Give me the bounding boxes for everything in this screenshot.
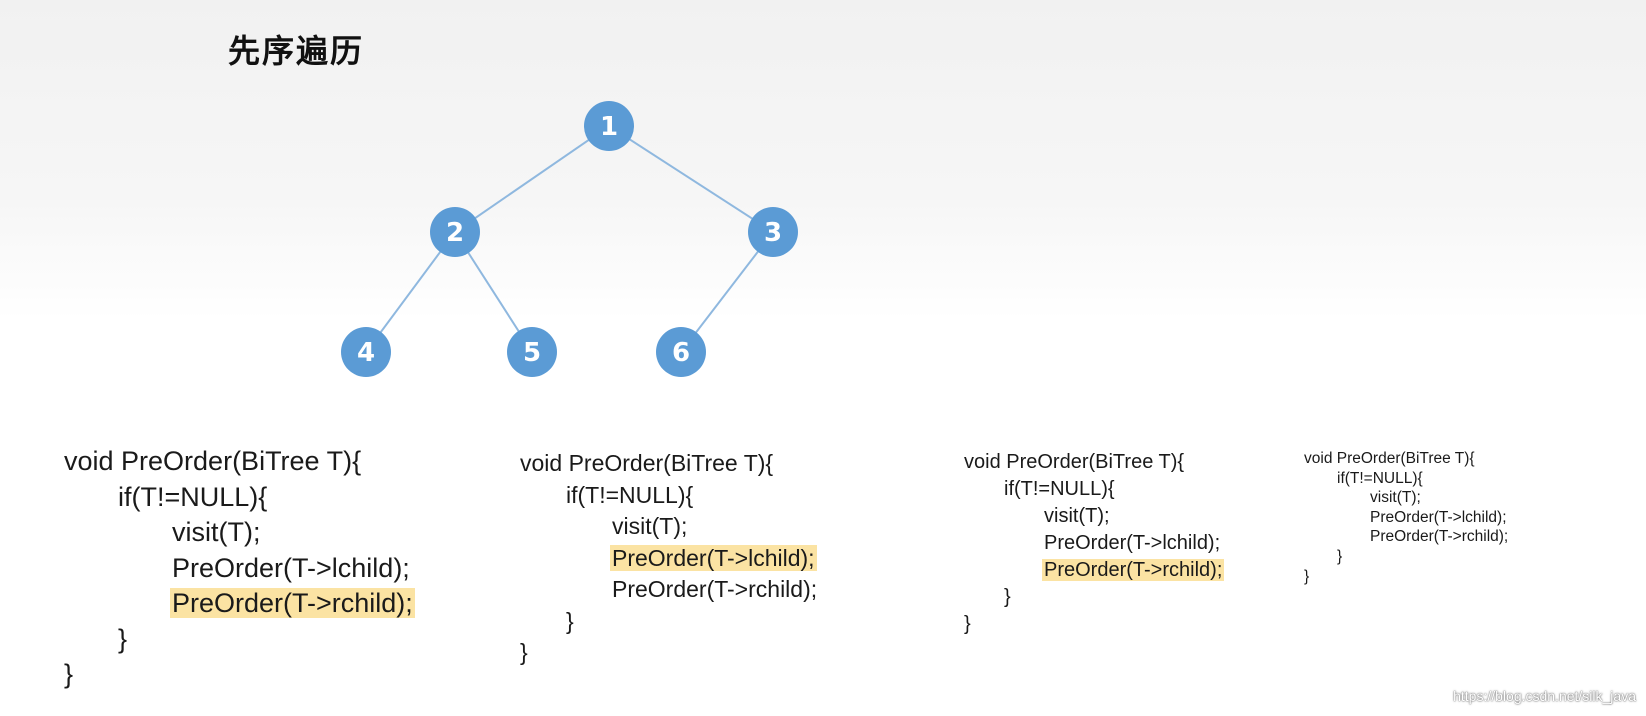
node-circle (656, 327, 706, 377)
code-line-signature: void PreOrder(BiTree T){ (64, 446, 362, 476)
node-circle (507, 327, 557, 377)
code-line-close-func: } (1304, 567, 1310, 585)
watermark-url: https://blog.csdn.net/silk_java (1453, 688, 1636, 704)
binary-tree-diagram: 1 2 3 4 5 6 (341, 101, 798, 377)
edge-1-2 (454, 125, 610, 233)
tree-node-6: 6 (656, 327, 706, 377)
code-line-visit: visit(T); (1370, 489, 1421, 507)
code-line-close-func: } (964, 613, 971, 635)
code-line-lchild: PreOrder(T->lchild); (1044, 532, 1221, 554)
node-label: 5 (523, 338, 541, 368)
tree-node-4: 4 (341, 327, 391, 377)
code-line-close-if: } (1337, 547, 1343, 565)
code-line-close-if: } (1004, 586, 1011, 608)
code-line-if: if(T!=NULL){ (1337, 469, 1423, 487)
node-circle (430, 207, 480, 257)
node-circle (748, 207, 798, 257)
code-line-lchild: PreOrder(T->lchild); (172, 552, 410, 583)
edge-3-6 (680, 231, 774, 353)
code-line-close-func: } (520, 639, 528, 665)
code-line-visit: visit(T); (612, 513, 688, 539)
code-line-rchild-highlighted: PreOrder(T->rchild); (1042, 559, 1225, 581)
node-label: 4 (357, 338, 375, 368)
node-circle (341, 327, 391, 377)
code-line-lchild: PreOrder(T->lchild); (1370, 508, 1507, 526)
node-label: 1 (600, 112, 618, 142)
code-line-close-func: } (64, 659, 74, 689)
node-label: 2 (446, 218, 464, 248)
code-block-1: void PreOrder(BiTree T){ if(T!=NULL){ vi… (64, 444, 415, 693)
tree-node-3: 3 (748, 207, 798, 257)
code-block-2: void PreOrder(BiTree T){ if(T!=NULL){ vi… (520, 448, 817, 669)
code-line-visit: visit(T); (172, 517, 261, 547)
tree-node-5: 5 (507, 327, 557, 377)
code-line-signature: void PreOrder(BiTree T){ (964, 451, 1185, 473)
code-line-rchild: PreOrder(T->rchild); (1370, 528, 1509, 546)
node-label: 6 (672, 338, 690, 368)
code-line-lchild-highlighted: PreOrder(T->lchild); (610, 544, 817, 571)
code-line-if: if(T!=NULL){ (118, 481, 268, 512)
code-line-close-if: } (566, 607, 574, 634)
code-block-4: void PreOrder(BiTree T){ if(T!=NULL){ vi… (1304, 449, 1508, 586)
tree-edges (365, 125, 774, 353)
tree-node-2: 2 (430, 207, 480, 257)
code-line-rchild: PreOrder(T->rchild); (612, 576, 818, 602)
tree-node-1: 1 (584, 101, 634, 151)
edge-1-3 (608, 125, 774, 233)
node-circle (584, 101, 634, 151)
code-block-3: void PreOrder(BiTree T){ if(T!=NULL){ vi… (964, 449, 1225, 638)
code-line-signature: void PreOrder(BiTree T){ (1304, 450, 1475, 467)
code-line-if: if(T!=NULL){ (1004, 478, 1115, 500)
code-line-rchild-highlighted: PreOrder(T->rchild); (170, 588, 415, 618)
page-title: 先序遍历 (228, 32, 365, 70)
node-label: 3 (764, 218, 782, 248)
code-line-signature: void PreOrder(BiTree T){ (520, 450, 774, 476)
code-line-visit: visit(T); (1044, 505, 1110, 527)
code-line-close-if: } (118, 623, 128, 654)
code-line-if: if(T!=NULL){ (566, 481, 694, 508)
